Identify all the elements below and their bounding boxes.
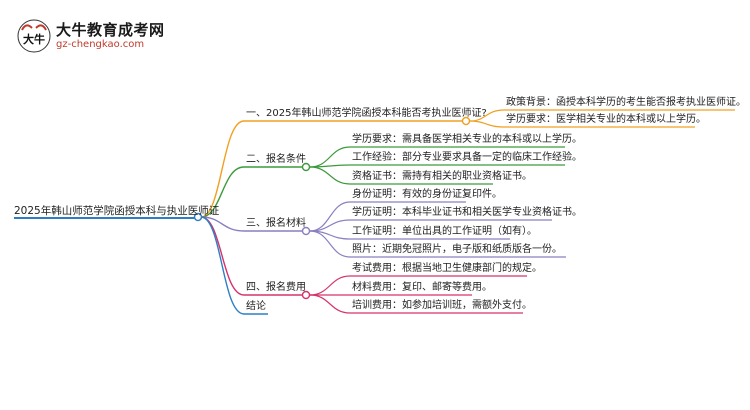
branch-4-child-3: 培训费用：如参加培训班，需额外支付。 bbox=[352, 300, 532, 311]
branch-4-child-1: 考试费用：根据当地卫生健康部门的规定。 bbox=[352, 263, 542, 274]
branch-3-child-2: 学历证明：本科毕业证书和相关医学专业资格证书。 bbox=[352, 207, 582, 218]
branch-4-label: 四、报名费用 bbox=[246, 282, 306, 293]
logo-title: 大牛教育成考网 bbox=[56, 21, 165, 39]
conclusion-label: 结论 bbox=[246, 301, 266, 312]
branch-2-child-2: 工作经验：部分专业要求具备一定的临床工作经验。 bbox=[352, 152, 582, 163]
branch-4-child-2: 材料费用：复印、邮寄等费用。 bbox=[352, 282, 492, 293]
bull-logo-icon: 大牛 bbox=[17, 19, 51, 53]
branch-1-child-1: 政策背景：函授本科学历的考生能否报考执业医师证。 bbox=[506, 97, 746, 108]
branch-2-child-1: 学历要求：需具备医学相关专业的本科或以上学历。 bbox=[352, 134, 582, 145]
branch-2-child-3: 资格证书：需持有相关的职业资格证书。 bbox=[352, 171, 532, 182]
site-logo[interactable]: 大牛 大牛教育成考网 gz-chengkao.com bbox=[16, 16, 216, 56]
branch-2-label: 二、报名条件 bbox=[246, 154, 306, 165]
logo-url: gz-chengkao.com bbox=[56, 39, 145, 50]
branch-1-label: 一、2025年韩山师范学院函授本科能否考执业医师证? bbox=[246, 108, 487, 119]
root-node: 2025年韩山师范学院函授本科与执业医师证 bbox=[14, 205, 220, 217]
branch-3-label: 三、报名材料 bbox=[246, 218, 306, 229]
svg-text:大牛: 大牛 bbox=[23, 32, 45, 46]
branch-3-child-4: 照片：近期免冠照片，电子版和纸质版各一份。 bbox=[352, 244, 562, 255]
branch-3-child-3: 工作证明：单位出具的工作证明（如有）。 bbox=[352, 226, 537, 237]
branch-1-child-2: 学历要求：医学相关专业的本科或以上学历。 bbox=[506, 114, 706, 125]
branch-3-child-1: 身份证明：有效的身份证复印件。 bbox=[352, 189, 502, 200]
